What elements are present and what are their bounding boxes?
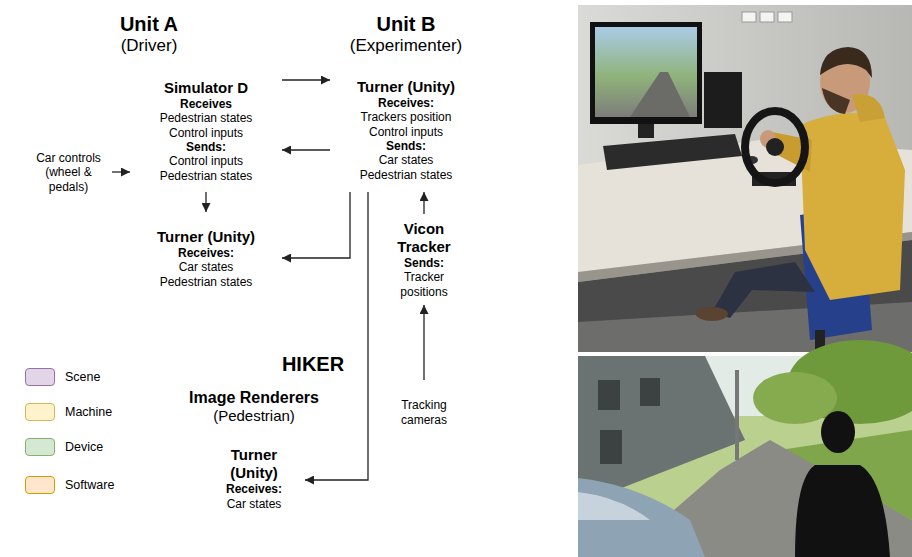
body-text: Car states Pedestrian states: [350, 153, 462, 182]
hoodie: [800, 113, 905, 300]
arrow-connector: [305, 192, 368, 480]
hair: [820, 47, 872, 78]
body-text: Car states Pedestrian states: [150, 260, 262, 289]
device-box: Tracking cameras: [383, 380, 465, 445]
machine-box: Image Renderers(Pedestrian) Turner (Unity…: [163, 380, 345, 540]
wall-socket: [760, 12, 774, 22]
subheading-text: (Experimenter): [315, 36, 497, 56]
subheading-text: (Driver): [8, 36, 290, 56]
body-text: Tracking cameras: [389, 398, 459, 427]
body-text: Car states: [227, 497, 282, 511]
window: [640, 378, 660, 406]
body-text: Tracker positions: [384, 270, 464, 299]
arrow-connector: [205, 192, 206, 212]
wheel-hub: [766, 138, 784, 156]
section-label: Sends:: [186, 140, 226, 154]
wall-socket: [778, 12, 792, 22]
body-text: Pedestrian states Control inputs: [150, 111, 262, 140]
screen-road: [630, 72, 690, 117]
subheading-text: (Pedestrian): [163, 407, 345, 425]
box-title: Turner (Unity): [209, 446, 299, 482]
legend-label: Device: [65, 440, 103, 455]
box-fill: [148, 345, 478, 553]
tree: [753, 372, 837, 424]
arrow-connector: [282, 192, 350, 258]
window: [600, 430, 622, 464]
pedestrian-body: [795, 465, 890, 557]
beard: [822, 88, 850, 114]
section-label: Receives:: [178, 246, 234, 260]
legend-row: Machine: [25, 403, 112, 421]
body-text: Control inputs Pedestrian states: [150, 154, 262, 183]
car: [578, 478, 705, 557]
arrow-connector: [423, 192, 424, 214]
box-title: Image Renderers: [163, 388, 345, 407]
box-title: Simulator D: [164, 79, 248, 97]
second-monitor: [704, 72, 742, 128]
section-label: Receives:: [226, 482, 282, 496]
driver-photo: [578, 5, 912, 352]
section-label: Receives:: [378, 96, 434, 110]
monitor-screen: [595, 27, 697, 117]
arrow-connector: [282, 79, 330, 80]
arrow-connector: [112, 171, 130, 172]
legend-label: Scene: [65, 370, 100, 385]
wall-socket: [742, 12, 756, 22]
heading-text: Unit A: [8, 13, 290, 36]
keyboard: [603, 134, 742, 170]
body-text: Trackers position Control inputs: [350, 110, 462, 139]
hood: [852, 94, 885, 122]
heading-text: Unit B: [315, 13, 497, 36]
scene-box: HIKER Image Renderers(Pedestrian) Turner (…: [148, 345, 478, 553]
software-box: Turner (Unity)Receives:Trackers position…: [330, 68, 482, 192]
software-box: Turner (Unity)Receives:Car states: [203, 430, 305, 527]
arrow-connector: [423, 305, 424, 380]
legend-swatch: [25, 368, 55, 386]
monitor: [590, 22, 702, 124]
legend-row: Software: [25, 476, 114, 494]
legend-label: Machine: [65, 405, 112, 420]
machine-box: Unit B(Experimenter) Turner (Unity)Receiv…: [315, 5, 497, 318]
box-title: Vicon Tracker: [384, 220, 464, 256]
section-label: Sends:: [404, 256, 444, 270]
pedestrian-head: [821, 411, 855, 453]
legs: [712, 262, 815, 318]
legend-row: Device: [25, 438, 103, 456]
legend-swatch: [25, 476, 55, 494]
heading-text: HIKER: [148, 353, 478, 376]
wall: [578, 5, 912, 352]
software-box: Vicon TrackerSends:Tracker positions: [378, 214, 470, 305]
legend-swatch: [25, 403, 55, 421]
steering-wheel: [745, 111, 805, 183]
machine-box: Unit A(Driver) Car controls (wheel & peda…: [8, 5, 290, 318]
software-box: Simulator DReceivesPedestrian states Con…: [130, 70, 282, 192]
section-label: Receives: [180, 97, 232, 111]
pole: [735, 370, 739, 460]
legend-row: Scene: [25, 368, 100, 386]
section-label: Sends:: [386, 139, 426, 153]
window: [598, 380, 620, 410]
arrow-connector: [282, 149, 330, 150]
body-text: Car controls (wheel & pedals): [31, 151, 106, 194]
car-window: [578, 492, 650, 520]
software-box: Turner (Unity)Receives:Car states Pedest…: [130, 212, 282, 305]
shoe: [696, 307, 728, 321]
legend-swatch: [25, 438, 55, 456]
legend-label: Software: [65, 478, 114, 493]
pedestrian-view-photo: [578, 340, 912, 557]
device-box: Car controls (wheel & pedals): [25, 140, 112, 205]
monitor-stand: [638, 124, 654, 138]
box-title: Turner (Unity): [357, 78, 455, 96]
box-title: Turner (Unity): [157, 228, 255, 246]
